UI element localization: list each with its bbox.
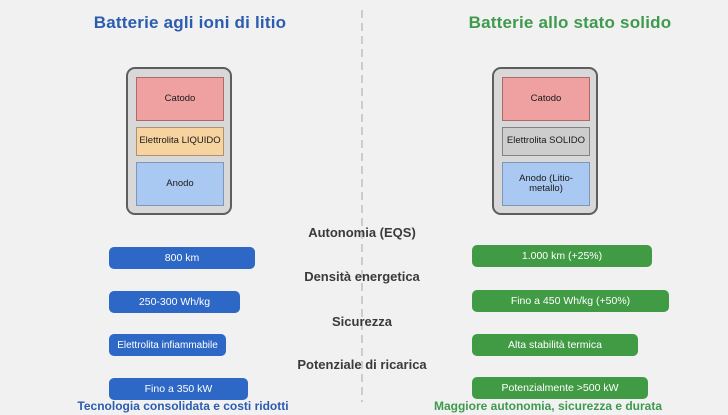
dashed-divider (361, 10, 363, 402)
left-anode-layer: Anodo (136, 162, 224, 206)
right-stat-charging: Potenzialmente >500 kW (472, 377, 648, 399)
comparison-label-range: Autonomia (EQS) (308, 225, 416, 240)
left-electrolyte-layer: Elettrolita LIQUIDO (136, 127, 224, 156)
right-cathode-layer: Catodo (502, 77, 590, 121)
left-stat-charging: Fino a 350 kW (109, 378, 248, 400)
left-stat-safety: Elettrolita infiammabile (109, 334, 226, 356)
right-anode-layer: Anodo (Litio-metallo) (502, 162, 590, 206)
comparison-label-charging: Potenziale di ricarica (297, 357, 427, 372)
lithium-ion-battery-diagram: Catodo Elettrolita LIQUIDO Anodo (126, 67, 232, 215)
right-summary-text: Maggiore autonomia, sicurezza e durata (433, 399, 663, 413)
left-stat-energy-density: 250-300 Wh/kg (109, 291, 240, 313)
right-stat-range: 1.000 km (+25%) (472, 245, 652, 267)
comparison-label-energy-density: Densità energetica (304, 269, 420, 284)
right-stat-safety: Alta stabilità termica (472, 334, 638, 356)
right-column-title: Batterie allo stato solido (468, 13, 672, 32)
left-column-title: Batterie agli ioni di litio (93, 13, 287, 32)
left-cathode-layer: Catodo (136, 77, 224, 121)
solid-state-battery-diagram: Catodo Elettrolita SOLIDO Anodo (Litio-m… (492, 67, 598, 215)
right-stat-energy-density: Fino a 450 Wh/kg (+50%) (472, 290, 669, 312)
left-summary-text: Tecnologia consolidata e costi ridotti (77, 399, 289, 413)
left-stat-range: 800 km (109, 247, 255, 269)
comparison-label-safety: Sicurezza (332, 314, 392, 329)
right-electrolyte-layer: Elettrolita SOLIDO (502, 127, 590, 156)
